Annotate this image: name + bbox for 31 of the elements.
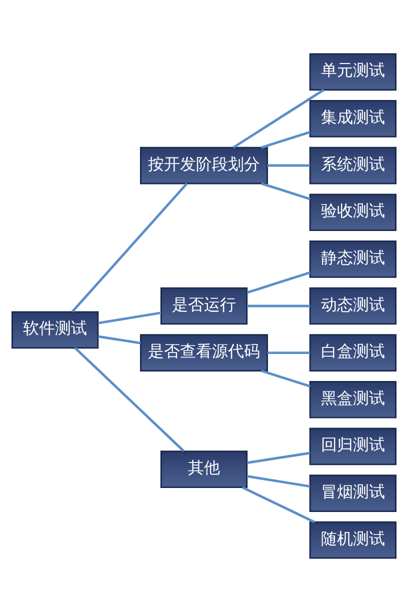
connector: [261, 369, 310, 387]
connector: [98, 311, 162, 324]
node-box: 静态测试: [309, 240, 396, 278]
node-box: 软件测试: [12, 310, 99, 348]
connector: [267, 164, 310, 166]
node-box: 是否查看源代码: [140, 334, 268, 371]
connector: [267, 351, 310, 354]
node-box: 系统测试: [309, 146, 396, 184]
connector: [247, 304, 310, 307]
node-box: 按开发阶段划分: [140, 146, 268, 184]
connector: [71, 182, 188, 312]
connector: [261, 182, 310, 200]
connector: [246, 270, 310, 294]
node-box: 回归测试: [309, 427, 396, 465]
connector: [261, 130, 310, 148]
connector: [74, 346, 185, 452]
connector: [246, 474, 310, 488]
connector: [232, 88, 324, 148]
connector: [242, 486, 316, 523]
node-box: 验收测试: [309, 193, 396, 231]
node-box: 白盒测试: [309, 334, 396, 371]
node-box: 其他: [160, 450, 248, 488]
node-box: 随机测试: [309, 520, 396, 558]
connector: [246, 451, 310, 464]
node-box: 集成测试: [309, 100, 396, 137]
node-box: 动态测试: [309, 286, 396, 324]
connector: [98, 334, 141, 344]
node-box: 单元测试: [309, 52, 396, 90]
node-box: 是否运行: [160, 286, 248, 324]
node-box: 黑盒测试: [309, 380, 396, 418]
node-box: 冒烟测试: [309, 474, 396, 512]
